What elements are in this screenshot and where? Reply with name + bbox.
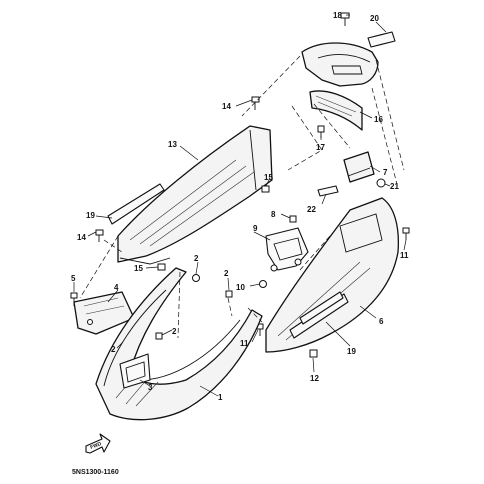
callout-3: 3 <box>148 383 153 392</box>
drawing-code: 5NS1300-1160 <box>72 469 119 476</box>
part-19-decal-right[interactable] <box>299 291 344 325</box>
forward-label: FWD <box>90 441 103 451</box>
callout-6: 6 <box>379 317 384 326</box>
callout-14: 14 <box>222 102 231 111</box>
callout-21: 21 <box>390 182 399 191</box>
part-14-bolt-lower[interactable] <box>95 229 104 242</box>
callout-14: 14 <box>77 233 86 242</box>
callout-9: 9 <box>253 224 258 233</box>
part-15-clip-upper[interactable] <box>261 185 270 193</box>
part-16-rear-cowl[interactable] <box>301 42 379 131</box>
callouts: 1 2 2 2 2 3 4 5 6 7 8 9 10 11 11 12 13 1… <box>71 11 409 402</box>
callout-13: 13 <box>168 140 177 149</box>
callout-15: 15 <box>264 173 273 182</box>
part-8-bolt[interactable] <box>289 215 297 223</box>
forward-arrow-icon: FWD <box>85 433 111 454</box>
callout-2: 2 <box>172 327 177 336</box>
callout-2: 2 <box>224 269 229 278</box>
callout-10: 10 <box>236 283 245 292</box>
callout-11: 11 <box>400 251 409 260</box>
part-2-collar-b[interactable] <box>225 290 233 298</box>
part-13-side-cover-left[interactable] <box>117 125 273 265</box>
part-18-screw[interactable] <box>340 12 350 26</box>
part-15-clip-lower[interactable] <box>157 263 166 271</box>
callout-15: 15 <box>134 264 143 273</box>
part-10-washer[interactable] <box>259 280 267 288</box>
callout-7: 7 <box>383 168 388 177</box>
part-4-panel[interactable] <box>73 291 135 335</box>
callout-20: 20 <box>370 14 379 23</box>
callout-22: 22 <box>307 205 316 214</box>
part-22-latch[interactable] <box>317 185 339 197</box>
part-14-bolt-upper[interactable] <box>251 96 260 110</box>
part-11-screw-right[interactable] <box>402 227 410 240</box>
part-6-side-cover-right[interactable] <box>265 197 400 353</box>
callout-2: 2 <box>194 254 199 263</box>
callout-18: 18 <box>333 11 342 20</box>
part-2-collar-a[interactable] <box>192 274 200 282</box>
part-20-emblem[interactable] <box>367 31 396 48</box>
callout-19: 19 <box>86 211 95 220</box>
part-9-bracket[interactable] <box>265 227 309 272</box>
callout-2: 2 <box>111 345 116 354</box>
part-19-decal-left[interactable] <box>107 183 165 225</box>
part-7-lid[interactable] <box>343 151 375 183</box>
callout-1: 1 <box>218 393 223 402</box>
part-2-collar-c[interactable] <box>155 332 163 340</box>
assembly-lines <box>79 55 405 339</box>
part-12-nut[interactable] <box>309 349 318 358</box>
part-21-grommet[interactable] <box>376 178 386 188</box>
callout-19: 19 <box>347 347 356 356</box>
callout-5: 5 <box>71 274 76 283</box>
callout-8: 8 <box>271 210 276 219</box>
callout-17: 17 <box>316 143 325 152</box>
callout-11: 11 <box>240 339 249 348</box>
callout-12: 12 <box>310 374 319 383</box>
callout-16: 16 <box>374 115 383 124</box>
leader-lines <box>73 14 407 397</box>
callout-4: 4 <box>114 283 119 292</box>
part-3-inner-bracket[interactable] <box>119 353 151 389</box>
